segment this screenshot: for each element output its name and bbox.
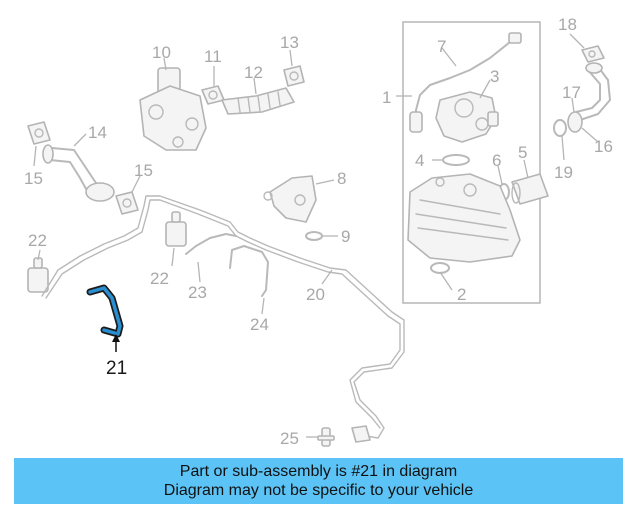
callout-5: 5 xyxy=(518,143,527,162)
part-17-clamp xyxy=(567,111,583,133)
callout-18: 18 xyxy=(558,15,577,34)
part-15-gasket-mid xyxy=(115,191,139,215)
callout-6: 6 xyxy=(492,151,501,170)
part-18-flange xyxy=(581,45,605,63)
part-24-hose xyxy=(229,245,269,297)
part-4-oring xyxy=(442,154,470,166)
part-8-bracket xyxy=(263,175,317,223)
leader-lines xyxy=(33,33,599,438)
part-21-hose-highlighted[interactable] xyxy=(86,284,124,338)
part-22-valve-mid xyxy=(165,211,187,247)
callout-19: 19 xyxy=(554,163,573,182)
part-5-connector xyxy=(511,173,549,205)
callout-9: 9 xyxy=(341,227,350,246)
callout-11: 12 xyxy=(244,63,263,82)
part-25-fastener xyxy=(317,427,335,447)
part-19-ring xyxy=(553,119,567,137)
callout-15-left: 15 xyxy=(24,169,43,188)
callout-24: 24 xyxy=(250,315,269,334)
callout-20: 20 xyxy=(306,285,325,304)
callout-23: 23 xyxy=(188,283,207,302)
info-banner: Part or sub-assembly is #21 in diagram D… xyxy=(14,458,623,504)
part-2-gasket xyxy=(430,262,450,274)
part-3-valve xyxy=(435,91,499,143)
banner-line-disclaimer: Diagram may not be specific to your vehi… xyxy=(163,482,474,499)
part-12-gasket xyxy=(201,85,225,105)
callout-7: 7 xyxy=(437,37,446,56)
callout-17: 17 xyxy=(562,83,581,102)
callout-1: 1 xyxy=(382,88,391,107)
part-15-gasket-left xyxy=(27,121,51,145)
callout-22-left: 22 xyxy=(28,231,47,250)
part-20-vacuum-line xyxy=(41,195,405,439)
callout-25: 25 xyxy=(280,429,299,448)
line-end-fitting xyxy=(351,425,371,443)
callout-14: 14 xyxy=(88,123,107,142)
part-14-pipe xyxy=(42,144,115,202)
part-11-flex-pipe xyxy=(221,87,295,115)
part-16-pipe xyxy=(575,62,611,121)
banner-line-part: Part or sub-assembly is #21 in diagram xyxy=(179,463,458,480)
callout-21: 21 xyxy=(106,358,127,379)
callout-4: 4 xyxy=(415,151,424,170)
part-13-gasket xyxy=(283,65,305,87)
part-22-valve-left xyxy=(27,257,49,293)
callout-2: 2 xyxy=(457,285,466,304)
part-10-egr-valve xyxy=(139,67,207,151)
part-9-oring xyxy=(305,231,323,241)
callout-labels: 1 2 3 4 5 6 7 8 9 10 11 12 13 14 15 15 1… xyxy=(24,15,613,448)
part-7-tube xyxy=(409,32,522,133)
callout-10: 10 xyxy=(152,43,171,62)
assembly-box xyxy=(402,21,541,304)
callout-3: 3 xyxy=(490,67,499,86)
callout-8: 8 xyxy=(337,169,346,188)
callout-22-mid: 22 xyxy=(150,269,169,288)
part-23-hose xyxy=(185,233,237,255)
callout-16: 16 xyxy=(594,137,613,156)
part-1-housing xyxy=(407,173,521,263)
callout-13: 13 xyxy=(280,33,299,52)
callout-12: 11 xyxy=(204,47,222,66)
callout-15-mid: 15 xyxy=(134,161,153,180)
